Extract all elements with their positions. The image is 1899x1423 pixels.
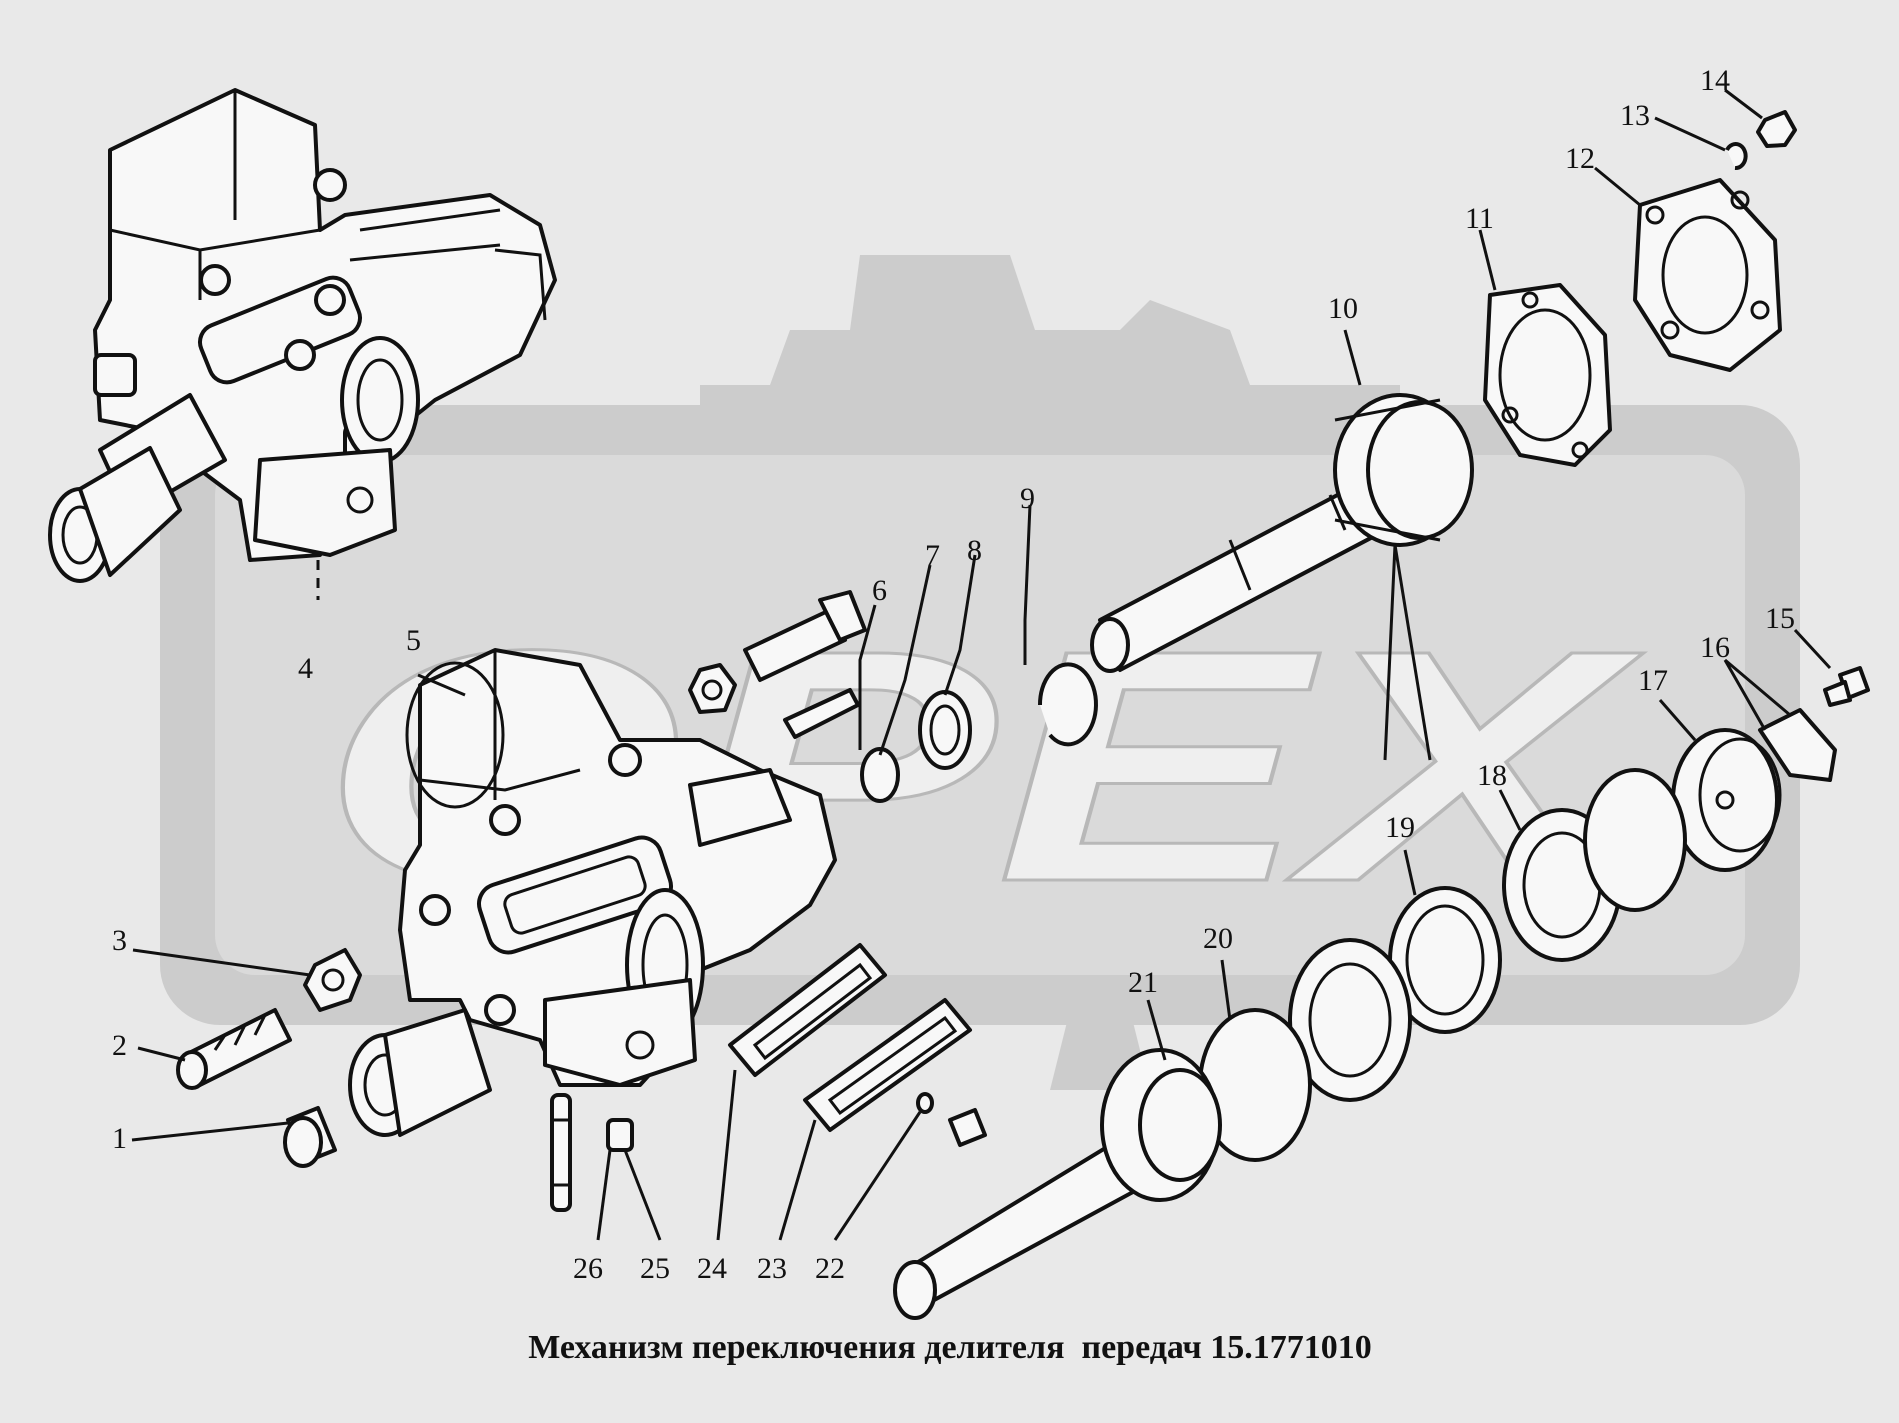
part-6-bolt-stud (688, 590, 867, 739)
callout-23: 23 (757, 1252, 787, 1285)
part-22-washer-bolt (916, 1092, 987, 1147)
part-10-piston-shaft (1090, 393, 1474, 673)
callout-4: 4 (298, 652, 313, 685)
callout-3: 3 (112, 924, 127, 957)
callout-11: 11 (1465, 202, 1494, 235)
part-24-gasket (728, 943, 887, 1077)
part-5-housing (348, 648, 837, 1137)
callout-labels: 1 2 3 4 5 6 7 8 9 10 11 12 13 14 15 16 1… (112, 64, 1795, 1285)
diagram-caption: Механизм переключения делителя передач 1… (528, 1329, 1371, 1366)
part-15-screw (1823, 666, 1870, 707)
callout-25: 25 (640, 1252, 670, 1285)
part-11-gasket (1483, 283, 1612, 467)
callout-7: 7 (925, 539, 940, 572)
part-17-piston-disc (1671, 728, 1782, 872)
part-7-oring (860, 747, 900, 803)
part-21-piston-shaft (893, 1048, 1222, 1320)
part-1-bushing (283, 1106, 337, 1168)
part-16-lock-plate (1758, 708, 1837, 782)
part-26-pin (550, 1093, 572, 1212)
callout-24: 24 (697, 1252, 727, 1285)
callout-10: 10 (1328, 292, 1358, 325)
callout-2: 2 (112, 1029, 127, 1062)
callout-22: 22 (815, 1252, 845, 1285)
callout-6: 6 (872, 574, 887, 607)
part-13-lock-washer (1725, 142, 1748, 170)
leader-19 (1383, 544, 1432, 761)
part-4-housing-assembly (48, 88, 557, 583)
leader-lines (131, 88, 1832, 1241)
part-oring-large (1583, 768, 1687, 912)
part-12-cover-plate (1633, 178, 1782, 372)
part-23-gasket (803, 998, 972, 1132)
callout-14: 14 (1700, 64, 1730, 97)
callout-18: 18 (1477, 759, 1507, 792)
part-25-clip (606, 1118, 634, 1152)
callout-5: 5 (406, 624, 421, 657)
callout-21: 21 (1128, 966, 1158, 999)
callout-26: 26 (573, 1252, 603, 1285)
callout-12: 12 (1565, 142, 1595, 175)
part-8-washer (918, 690, 972, 770)
callout-1: 1 (112, 1122, 127, 1155)
callout-17: 17 (1638, 664, 1668, 697)
callout-20: 20 (1203, 922, 1233, 955)
callout-15: 15 (1765, 602, 1795, 635)
part-2-spring-plunger (176, 1008, 292, 1090)
part-14-nut (1756, 110, 1797, 148)
callout-13: 13 (1620, 99, 1650, 132)
callout-19: 19 (1385, 811, 1415, 844)
callout-16: 16 (1700, 631, 1730, 664)
callout-8: 8 (967, 534, 982, 567)
part-3-nut (303, 948, 362, 1012)
part-washer-large (1288, 938, 1412, 1102)
callout-9: 9 (1020, 482, 1035, 515)
part-9-retaining-ring (1037, 662, 1098, 747)
